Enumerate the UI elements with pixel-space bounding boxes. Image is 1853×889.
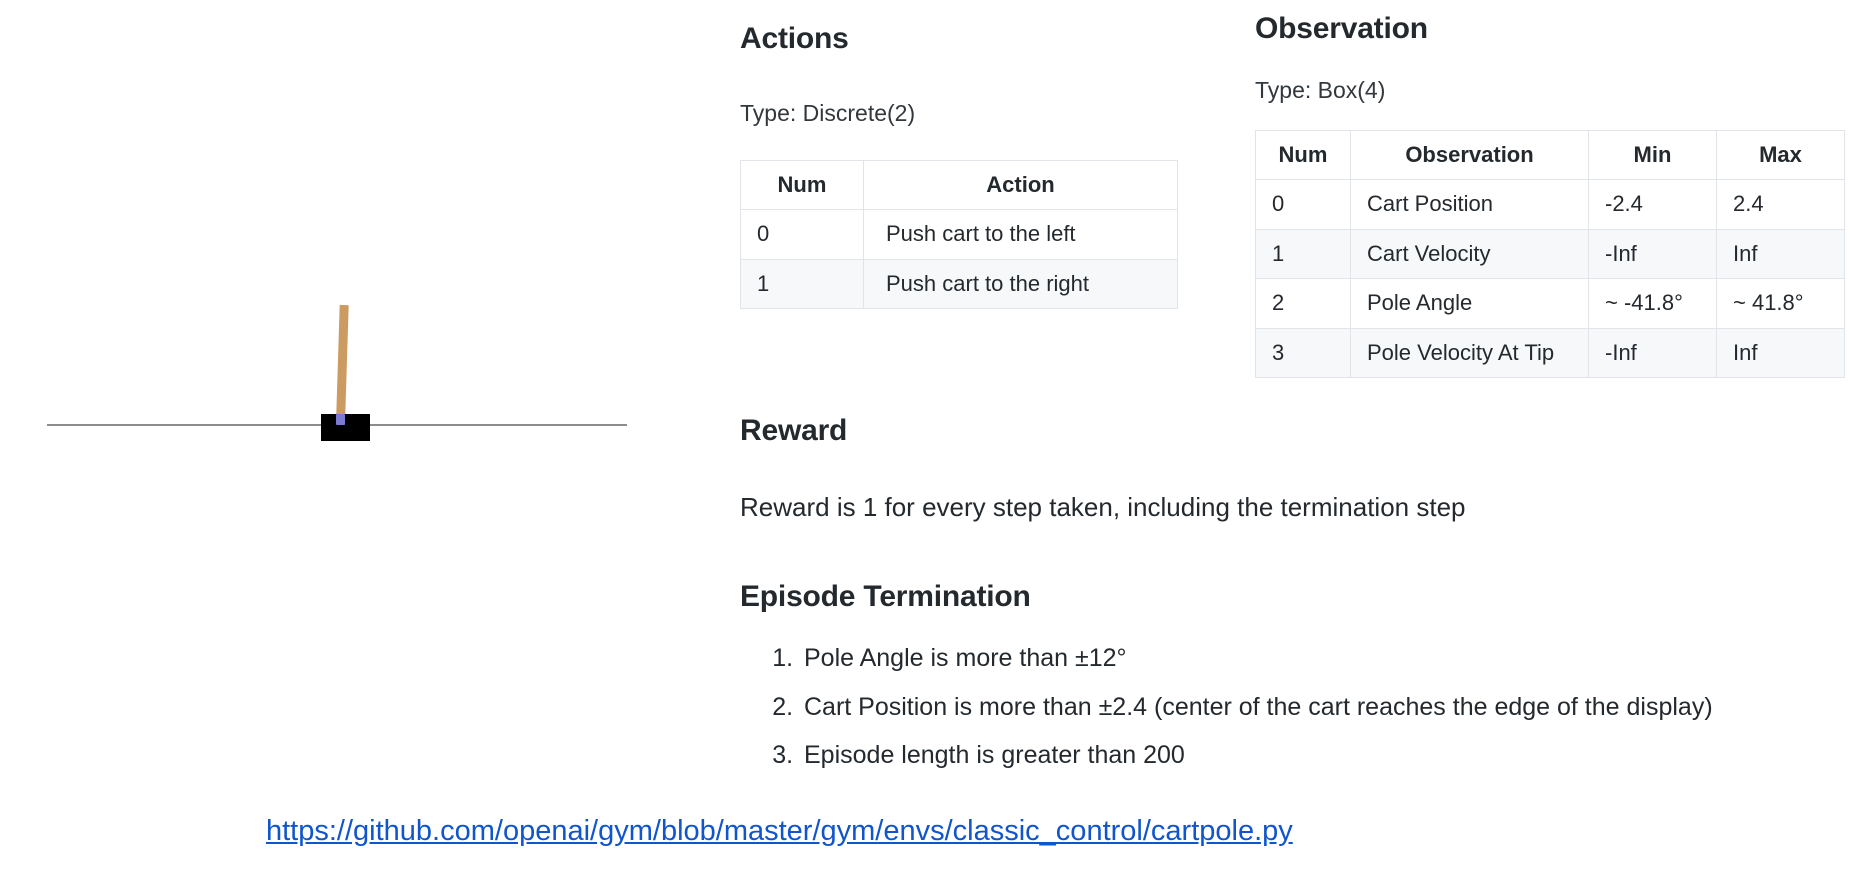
actions-type-line: Type: Discrete(2) [740, 100, 916, 126]
actions-header-action: Action [863, 159, 1178, 211]
observation-cell-name: Cart Position [1350, 179, 1589, 230]
actions-cell-num: 1 [740, 258, 864, 310]
table-row: 3 Pole Velocity At Tip -Inf Inf [1255, 327, 1845, 378]
observation-cell-min: -2.4 [1588, 179, 1717, 230]
observation-table: Num Observation Min Max 0 Cart Position … [1255, 129, 1845, 378]
actions-table: Num Action 0 Push cart to the left 1 Pus… [740, 159, 1178, 310]
observation-header-observation: Observation [1350, 129, 1589, 181]
observation-header-min: Min [1588, 129, 1717, 181]
observation-cell-max: 2.4 [1716, 179, 1845, 230]
observation-cell-max: ~ 41.8° [1716, 278, 1845, 329]
observation-cell-num: 3 [1255, 327, 1351, 378]
reward-text: Reward is 1 for every step taken, includ… [740, 492, 1466, 522]
actions-header-num: Num [740, 159, 864, 211]
list-item: Pole Angle is more than ±12° [800, 644, 1713, 673]
axle-icon [336, 414, 345, 425]
observation-type-line: Type: Box(4) [1255, 77, 1386, 103]
table-row: 1 Push cart to the right [740, 258, 1178, 310]
observation-cell-num: 2 [1255, 278, 1351, 329]
observation-cell-num: 0 [1255, 179, 1351, 230]
list-item: Episode length is greater than 200 [800, 741, 1713, 770]
cart-icon [321, 414, 370, 441]
table-row: 0 Push cart to the left [740, 209, 1178, 260]
reward-heading: Reward [740, 414, 848, 447]
table-header-row: Num Observation Min Max [1255, 129, 1845, 181]
source-code-link[interactable]: https://github.com/openai/gym/blob/maste… [266, 815, 1293, 847]
actions-cell-action: Push cart to the right [863, 258, 1178, 310]
observation-cell-min: -Inf [1588, 327, 1717, 378]
observation-cell-name: Pole Angle [1350, 278, 1589, 329]
list-item: Cart Position is more than ±2.4 (center … [800, 693, 1713, 722]
table-row: 2 Pole Angle ~ -41.8° ~ 41.8° [1255, 278, 1845, 329]
episode-termination-list: Pole Angle is more than ±12° Cart Positi… [760, 644, 1713, 791]
observation-cell-min: -Inf [1588, 228, 1717, 280]
table-row: 1 Cart Velocity -Inf Inf [1255, 228, 1845, 280]
observation-cell-max: Inf [1716, 327, 1845, 378]
episode-termination-heading: Episode Termination [740, 580, 1031, 613]
observation-cell-num: 1 [1255, 228, 1351, 280]
observation-cell-min: ~ -41.8° [1588, 278, 1717, 329]
cartpole-illustration [0, 250, 700, 510]
table-header-row: Num Action [740, 159, 1178, 211]
observation-header-max: Max [1716, 129, 1845, 181]
actions-heading: Actions [740, 22, 849, 55]
observation-heading: Observation [1255, 12, 1428, 45]
observation-cell-name: Cart Velocity [1350, 228, 1589, 280]
table-row: 0 Cart Position -2.4 2.4 [1255, 179, 1845, 230]
actions-cell-num: 0 [740, 209, 864, 260]
actions-cell-action: Push cart to the left [863, 209, 1178, 260]
observation-cell-max: Inf [1716, 228, 1845, 280]
observation-header-num: Num [1255, 129, 1351, 181]
observation-cell-name: Pole Velocity At Tip [1350, 327, 1589, 378]
